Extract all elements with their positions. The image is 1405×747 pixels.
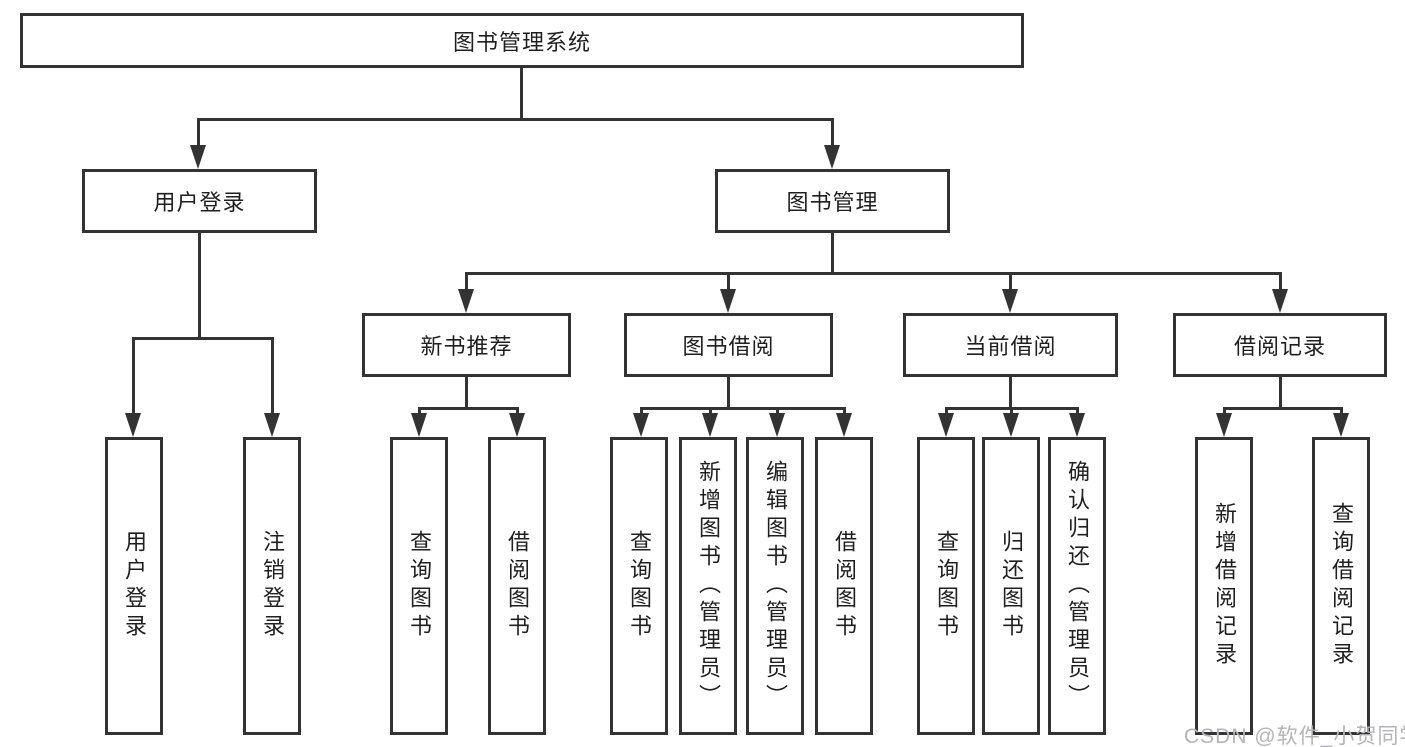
connector-line: [132, 337, 274, 340]
connector-line: [465, 377, 468, 407]
leaf-query-books: 查询图书: [610, 437, 668, 735]
connector-line: [1223, 407, 1343, 410]
arrowhead-down: [458, 289, 474, 313]
arrowhead-down: [1216, 413, 1232, 437]
arrowhead-down: [720, 289, 736, 313]
leaf-label: 新增图书（管理员）: [696, 460, 721, 712]
connector-line: [843, 407, 846, 416]
connector-line: [132, 337, 135, 416]
arrowhead-down: [836, 413, 852, 437]
leaf-query-books: 查询图书: [917, 437, 975, 735]
arrowhead-down: [264, 413, 280, 437]
node-library-management-system: 图书管理系统: [20, 13, 1024, 68]
leaf-label: 查询图书: [934, 530, 959, 642]
node-book-management: 图书管理: [715, 169, 950, 233]
leaf-label: 查询图书: [407, 530, 432, 642]
connector-line: [418, 407, 421, 416]
connector-line: [418, 407, 519, 410]
connector-line: [831, 118, 834, 148]
arrowhead-down: [190, 145, 206, 169]
connector-line: [198, 233, 201, 337]
connector-line: [709, 407, 712, 416]
leaf-borrow-books: 借阅图书: [488, 437, 546, 735]
connector-line: [1279, 377, 1282, 407]
connector-line: [640, 407, 846, 410]
leaf-label: 确认归还（管理员）: [1065, 460, 1090, 712]
connector-line: [197, 118, 834, 121]
arrowhead-down: [938, 413, 954, 437]
leaf-label: 注销登录: [260, 530, 285, 642]
leaf-confirm-return-admin: 确认归还（管理员）: [1048, 437, 1106, 735]
connector-line: [1009, 272, 1012, 292]
connector-line: [831, 233, 834, 272]
connector-line: [1223, 407, 1226, 416]
leaf-user-login: 用户登录: [105, 437, 163, 735]
leaf-return-book: 归还图书: [982, 437, 1040, 735]
connector-line: [465, 272, 1282, 275]
leaf-label: 编辑图书（管理员）: [763, 460, 788, 712]
leaf-query-borrow-record: 查询借阅记录: [1312, 437, 1370, 735]
connector-line: [1279, 272, 1282, 292]
arrowhead-down: [702, 413, 718, 437]
connector-line: [1076, 407, 1079, 416]
leaf-label: 借阅图书: [832, 530, 857, 642]
node-user-login: 用户登录: [82, 169, 317, 233]
leaf-label: 新增借阅记录: [1212, 502, 1237, 670]
leaf-add-borrow-record: 新增借阅记录: [1195, 437, 1253, 735]
leaf-label: 借阅图书: [505, 530, 530, 642]
connector-line: [1340, 407, 1343, 416]
arrowhead-down: [769, 413, 785, 437]
node-borrowing-records: 借阅记录: [1173, 313, 1387, 377]
arrowhead-down: [509, 413, 525, 437]
leaf-logout: 注销登录: [243, 437, 301, 735]
watermark: CSDN @软件_小贺同学: [1184, 725, 1405, 747]
arrowhead-down: [633, 413, 649, 437]
arrowhead-down: [1333, 413, 1349, 437]
leaf-query-books: 查询图书: [390, 437, 448, 735]
arrowhead-down: [1069, 413, 1085, 437]
connector-line: [727, 272, 730, 292]
connector-line: [727, 377, 730, 407]
connector-line: [520, 68, 523, 118]
leaf-label: 用户登录: [122, 530, 147, 642]
leaf-label: 查询图书: [627, 530, 652, 642]
node-book-borrowing: 图书借阅: [624, 313, 833, 377]
leaf-borrow-books: 借阅图书: [815, 437, 873, 735]
leaf-add-book-admin: 新增图书（管理员）: [679, 437, 737, 735]
connector-line: [640, 407, 643, 416]
connector-line: [945, 407, 948, 416]
connector-line: [197, 118, 200, 148]
node-new-book-recommendation: 新书推荐: [362, 313, 571, 377]
arrowhead-down: [125, 413, 141, 437]
leaf-label: 查询借阅记录: [1329, 502, 1354, 670]
arrowhead-down: [1272, 289, 1288, 313]
connector-line: [776, 407, 779, 416]
leaf-label: 归还图书: [999, 530, 1024, 642]
arrowhead-down: [411, 413, 427, 437]
node-current-borrowing: 当前借阅: [903, 313, 1118, 377]
connector-line: [516, 407, 519, 416]
connector-line: [465, 272, 468, 292]
arrowhead-down: [1002, 289, 1018, 313]
connector-line: [1010, 407, 1013, 416]
connector-line: [271, 337, 274, 416]
leaf-edit-book-admin: 编辑图书（管理员）: [746, 437, 804, 735]
arrowhead-down: [1003, 413, 1019, 437]
connector-line: [1009, 377, 1012, 407]
arrowhead-down: [824, 145, 840, 169]
